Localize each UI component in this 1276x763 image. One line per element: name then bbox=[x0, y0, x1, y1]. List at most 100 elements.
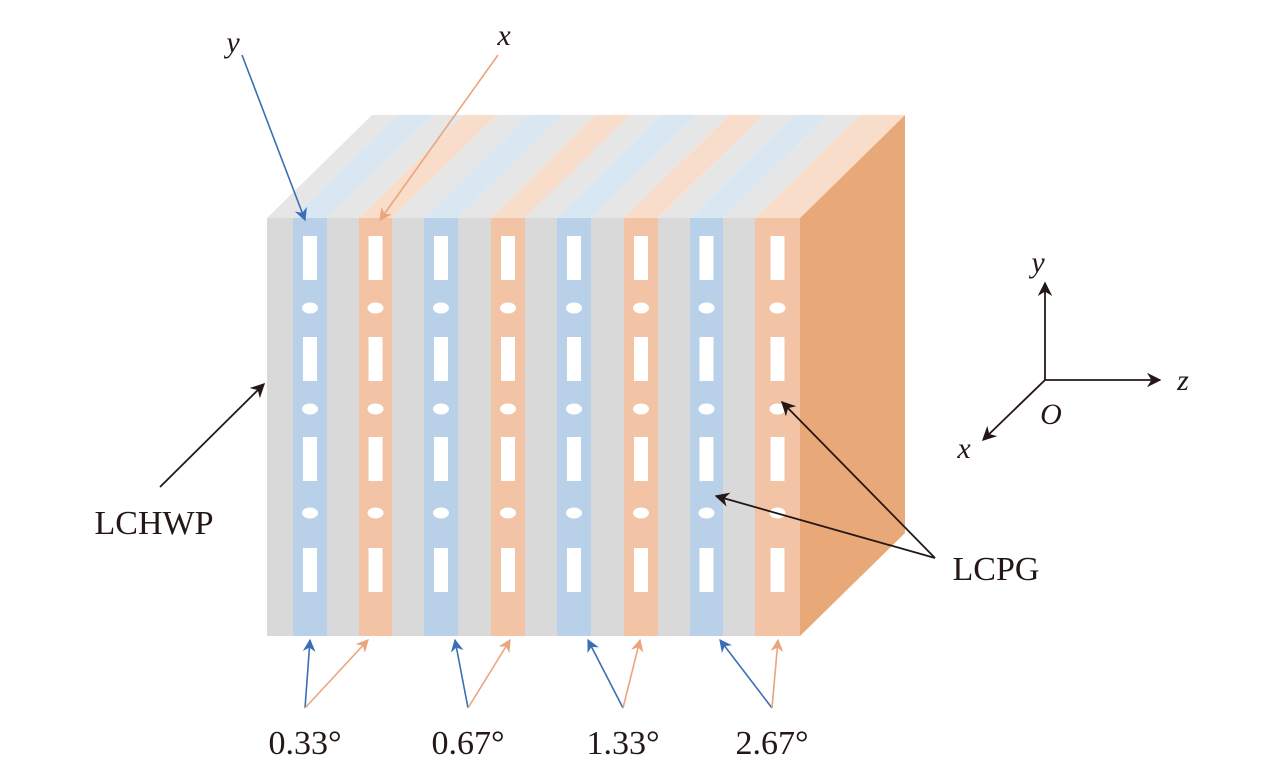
lc-dot-mark bbox=[302, 403, 318, 415]
axis-x-arrow bbox=[981, 379, 1046, 442]
lc-slot-mark bbox=[770, 548, 785, 592]
lc-slot-mark bbox=[434, 437, 448, 481]
angle-labels: 0.33° 0.67° 1.33° 2.67° bbox=[268, 725, 808, 762]
lc-dot-mark bbox=[500, 403, 516, 415]
lc-dot-mark bbox=[433, 507, 449, 519]
angle-orange-arrow bbox=[304, 639, 369, 709]
lc-slot-mark bbox=[303, 337, 317, 381]
top-stripe bbox=[359, 115, 497, 218]
lc-dot-mark bbox=[769, 403, 786, 415]
top-stripe bbox=[624, 115, 763, 218]
top-stripe bbox=[591, 115, 729, 218]
lc-slot-mark bbox=[634, 337, 648, 381]
lc-slot-mark bbox=[699, 337, 714, 381]
coordinate-axes: y z x O bbox=[956, 246, 1189, 465]
lc-slot-mark bbox=[699, 548, 714, 592]
lc-slot-mark bbox=[501, 236, 515, 280]
top-stripe bbox=[755, 115, 905, 218]
lc-slot-mark bbox=[434, 236, 448, 280]
lc-slot-mark bbox=[567, 548, 581, 592]
axis-z-label: z bbox=[1176, 364, 1189, 397]
axis-y-label: y bbox=[1028, 246, 1045, 279]
lc-dot-mark bbox=[698, 403, 715, 415]
lc-slot-mark bbox=[567, 236, 581, 280]
angle-label-2: 0.67° bbox=[431, 725, 504, 762]
axis-x-label: x bbox=[956, 432, 971, 465]
top-stripe bbox=[723, 115, 860, 218]
angle-blue-arrow bbox=[719, 638, 773, 709]
top-stripe bbox=[525, 115, 662, 218]
top-stripe bbox=[658, 115, 795, 218]
lchwp-pointer-arrow bbox=[159, 382, 266, 488]
lc-dot-mark bbox=[698, 507, 715, 519]
angle-blue-arrow bbox=[302, 638, 316, 709]
angle-orange-arrow bbox=[770, 638, 784, 709]
lc-dot-mark bbox=[633, 507, 649, 519]
top-stripe bbox=[491, 115, 630, 218]
lc-slot-mark bbox=[501, 337, 515, 381]
x-pointer-arrow bbox=[379, 54, 499, 222]
lc-slot-mark bbox=[770, 437, 785, 481]
lc-dot-mark bbox=[500, 302, 516, 314]
lc-dot-mark bbox=[302, 302, 318, 314]
lc-slot-mark bbox=[501, 437, 515, 481]
lc-slot-mark bbox=[699, 437, 714, 481]
lc-slot-mark bbox=[634, 236, 648, 280]
lc-dot-mark bbox=[302, 507, 318, 519]
top-stripe bbox=[392, 115, 529, 218]
x-top-label: x bbox=[496, 19, 511, 52]
y-pointer-arrow bbox=[241, 54, 307, 222]
lchwp-layer bbox=[392, 218, 424, 636]
lc-slot-mark bbox=[303, 236, 317, 280]
angle-label-1: 0.33° bbox=[268, 725, 341, 762]
top-stripe bbox=[690, 115, 828, 218]
lc-slot-mark bbox=[368, 437, 383, 481]
block-top-face bbox=[267, 115, 905, 218]
angle-blue-arrow bbox=[587, 638, 624, 709]
top-stripe bbox=[557, 115, 696, 218]
angle-orange-arrow bbox=[467, 638, 511, 709]
lchwp-label: LCHWP bbox=[95, 505, 214, 542]
block-side-face bbox=[800, 115, 905, 636]
lc-dot-mark bbox=[566, 507, 582, 519]
angle-label-3: 1.33° bbox=[586, 725, 659, 762]
layer-stack-block bbox=[267, 115, 905, 636]
angle-orange-arrow bbox=[622, 638, 644, 709]
lc-slot-mark bbox=[368, 548, 383, 592]
angle-label-4: 2.67° bbox=[735, 725, 808, 762]
lc-dot-mark bbox=[566, 302, 582, 314]
lcpg-pointer-arrow-upper bbox=[780, 400, 936, 559]
lc-slot-mark bbox=[434, 337, 448, 381]
lcpg-label: LCPG bbox=[953, 551, 1040, 588]
lc-dot-mark bbox=[566, 403, 582, 415]
lc-slot-mark bbox=[567, 437, 581, 481]
lchwp-layer bbox=[458, 218, 491, 636]
lchwp-layer bbox=[327, 218, 359, 636]
lc-slot-mark bbox=[699, 236, 714, 280]
lc-dot-mark bbox=[633, 403, 649, 415]
lchwp-layer bbox=[267, 218, 293, 636]
lc-slot-mark bbox=[501, 548, 515, 592]
angle-blue-arrow bbox=[450, 638, 469, 709]
lc-slot-mark bbox=[434, 548, 448, 592]
lc-dot-mark bbox=[500, 507, 516, 519]
lc-slot-mark bbox=[634, 548, 648, 592]
lc-dot-mark bbox=[367, 507, 384, 519]
block-front-face bbox=[267, 218, 800, 636]
lc-slot-mark bbox=[368, 236, 383, 280]
top-stripe bbox=[267, 115, 398, 218]
top-stripe bbox=[327, 115, 464, 218]
lc-dot-mark bbox=[633, 302, 649, 314]
lc-slot-mark bbox=[303, 437, 317, 481]
lchwp-layer bbox=[723, 218, 755, 636]
lc-slot-mark bbox=[770, 236, 785, 280]
top-stripe bbox=[424, 115, 563, 218]
lc-dot-mark bbox=[433, 403, 449, 415]
lchwp-layer bbox=[591, 218, 624, 636]
lc-slot-mark bbox=[634, 437, 648, 481]
lc-slot-mark bbox=[303, 548, 317, 592]
lcpg-pointer-arrow-lower bbox=[714, 492, 936, 559]
lchwp-layer bbox=[658, 218, 690, 636]
top-stripe bbox=[458, 115, 596, 218]
